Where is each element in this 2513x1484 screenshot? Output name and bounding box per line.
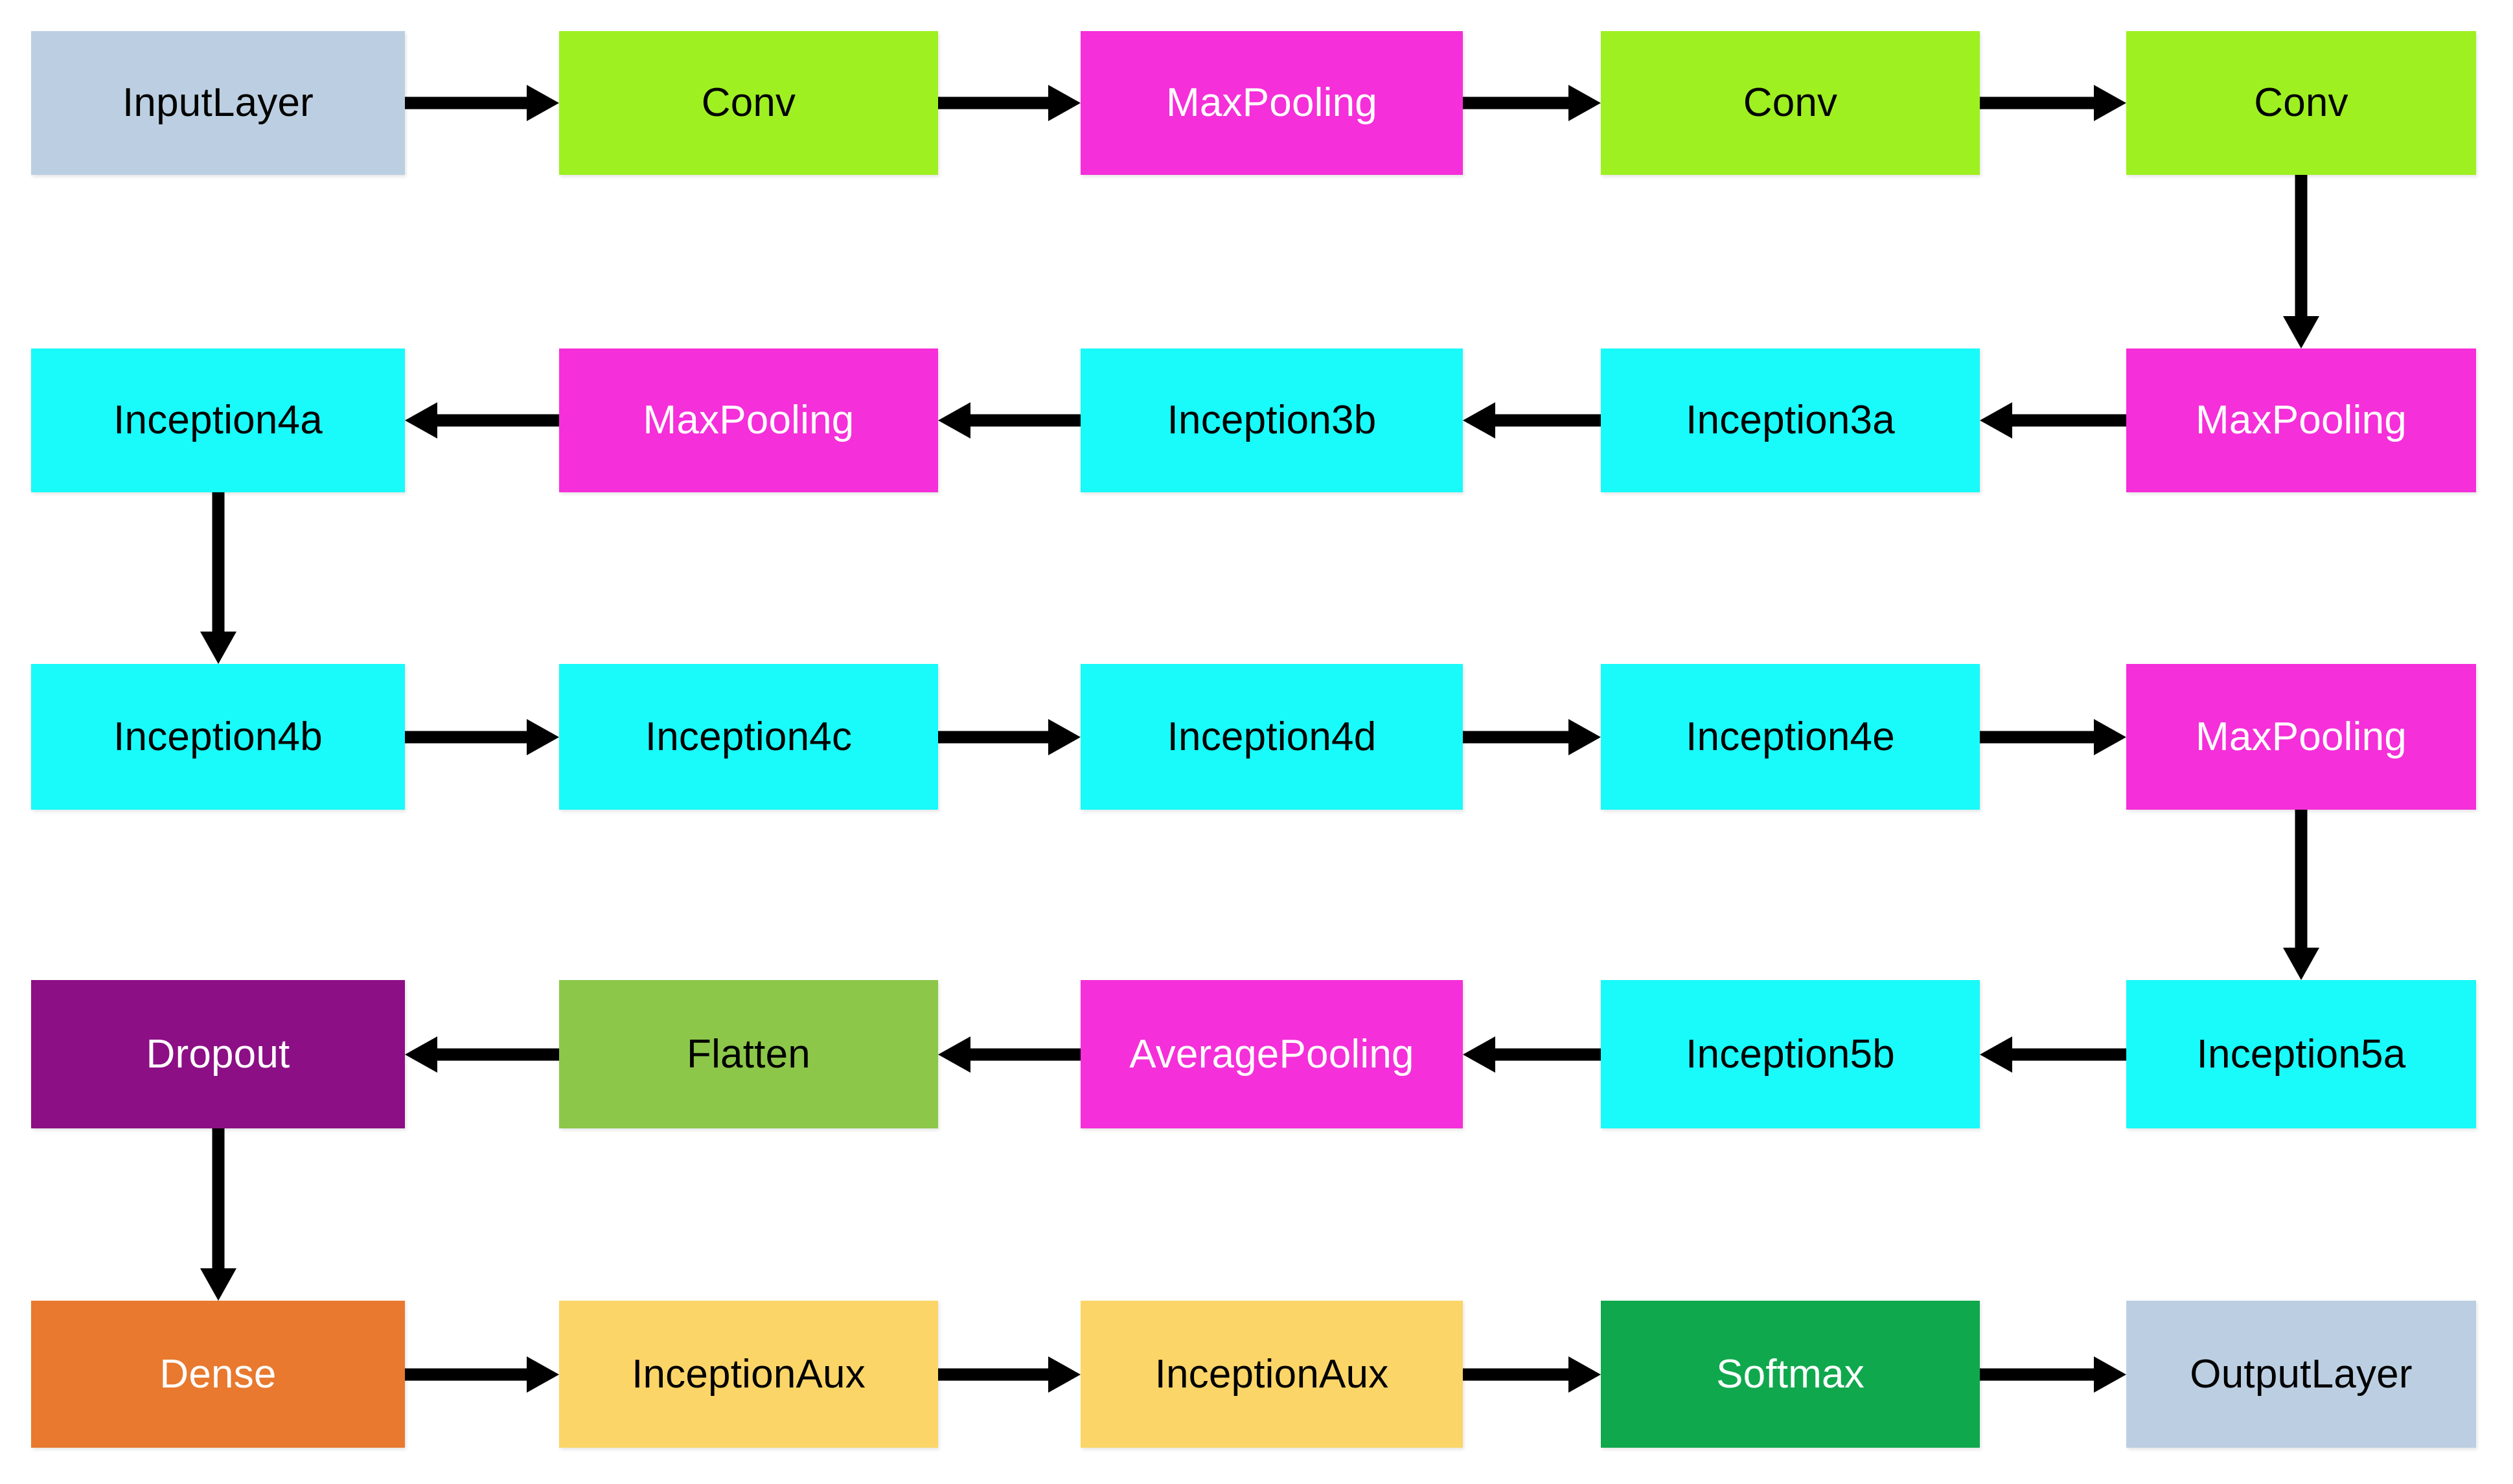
node-label: Dropout bbox=[146, 1031, 290, 1077]
node-averagepooling[interactable]: AveragePooling bbox=[1081, 980, 1463, 1128]
node-conv-1[interactable]: Conv bbox=[559, 31, 938, 175]
arrow-edge-inception4c-to-4d bbox=[938, 719, 1081, 755]
node-maxpooling-3[interactable]: MaxPooling bbox=[2126, 348, 2476, 492]
node-conv-2[interactable]: Conv bbox=[1601, 31, 1980, 175]
node-label: Inception5b bbox=[1686, 1031, 1895, 1077]
node-inception4c[interactable]: Inception4c bbox=[559, 664, 938, 810]
node-label: Inception3a bbox=[1686, 398, 1895, 443]
node-label: Inception3b bbox=[1167, 398, 1377, 443]
node-label: Dense bbox=[159, 1351, 277, 1397]
node-label: OutputLayer bbox=[2190, 1351, 2413, 1397]
arrow-edge-inception3b-to-pool2 bbox=[938, 402, 1081, 439]
arrow-edge-aux2-to-softmax bbox=[1463, 1356, 1601, 1393]
arrow-edge-pool2-to-inception4a bbox=[405, 402, 559, 439]
node-dense[interactable]: Dense bbox=[31, 1301, 405, 1448]
node-label: Inception4d bbox=[1167, 714, 1377, 759]
arrow-edge-conv1-to-pool1 bbox=[938, 85, 1081, 121]
arrow-edge-conv3-to-pool3 bbox=[2283, 175, 2319, 348]
arrow-edge-pool3-to-inception3a bbox=[1980, 402, 2126, 439]
node-inception4d[interactable]: Inception4d bbox=[1081, 664, 1463, 810]
arrow-edge-avgpool-to-flatten bbox=[938, 1036, 1081, 1073]
node-softmax[interactable]: Softmax bbox=[1601, 1301, 1980, 1448]
node-inception5b[interactable]: Inception5b bbox=[1601, 980, 1980, 1128]
node-inception3a[interactable]: Inception3a bbox=[1601, 348, 1980, 492]
node-output-layer[interactable]: OutputLayer bbox=[2126, 1301, 2476, 1448]
node-conv-3[interactable]: Conv bbox=[2126, 31, 2476, 175]
node-label: Softmax bbox=[1716, 1351, 1865, 1397]
node-label: InputLayer bbox=[122, 80, 314, 126]
node-inception4a[interactable]: Inception4a bbox=[31, 348, 405, 492]
node-maxpooling-4[interactable]: MaxPooling bbox=[2126, 664, 2476, 810]
arrow-edge-pool1-to-conv2 bbox=[1463, 85, 1601, 121]
node-flatten[interactable]: Flatten bbox=[559, 980, 938, 1128]
arrow-edge-inception4e-to-pool4 bbox=[1980, 719, 2126, 755]
node-label: Inception4e bbox=[1686, 714, 1895, 759]
arrow-edge-inception4b-to-4c bbox=[405, 719, 559, 755]
node-maxpooling-2[interactable]: MaxPooling bbox=[559, 348, 938, 492]
node-inception4e[interactable]: Inception4e bbox=[1601, 664, 1980, 810]
node-inceptionaux-1[interactable]: InceptionAux bbox=[559, 1301, 938, 1448]
node-inception3b[interactable]: Inception3b bbox=[1081, 348, 1463, 492]
node-label: AveragePooling bbox=[1129, 1031, 1414, 1077]
node-label: InceptionAux bbox=[1154, 1351, 1389, 1397]
node-label: MaxPooling bbox=[2196, 398, 2407, 443]
node-label: Conv bbox=[1743, 80, 1838, 126]
node-label: MaxPooling bbox=[643, 398, 855, 443]
arrow-edge-aux1-to-aux2 bbox=[938, 1356, 1081, 1393]
arrow-edge-input-to-conv1 bbox=[405, 85, 559, 121]
arrow-edge-dropout-to-dense bbox=[200, 1128, 236, 1301]
arrow-edge-flatten-to-dropout bbox=[405, 1036, 559, 1073]
node-label: MaxPooling bbox=[2196, 714, 2407, 759]
node-input-layer[interactable]: InputLayer bbox=[31, 31, 405, 175]
arrow-edge-inception4d-to-4e bbox=[1463, 719, 1601, 755]
node-inception5a[interactable]: Inception5a bbox=[2126, 980, 2476, 1128]
arrow-edge-conv2-to-conv3 bbox=[1980, 85, 2126, 121]
node-label: Inception4c bbox=[645, 714, 853, 759]
node-label: Inception4b bbox=[113, 714, 323, 759]
arrow-edge-inception3a-to-3b bbox=[1463, 402, 1601, 439]
node-label: Flatten bbox=[687, 1031, 810, 1077]
node-inception4b[interactable]: Inception4b bbox=[31, 664, 405, 810]
node-label: MaxPooling bbox=[1166, 80, 1377, 126]
node-label: InceptionAux bbox=[632, 1351, 866, 1397]
arrow-edge-dense-to-aux1 bbox=[405, 1356, 559, 1393]
node-maxpooling-1[interactable]: MaxPooling bbox=[1081, 31, 1463, 175]
node-label: Conv bbox=[701, 80, 796, 126]
node-dropout[interactable]: Dropout bbox=[31, 980, 405, 1128]
arrow-edge-pool4-to-inception5a bbox=[2283, 810, 2319, 980]
arrow-edge-softmax-to-output bbox=[1980, 1356, 2126, 1393]
arrow-edge-inception4a-to-4b bbox=[200, 492, 236, 664]
arrow-edge-inception5b-to-avgpool bbox=[1463, 1036, 1601, 1073]
node-inceptionaux-2[interactable]: InceptionAux bbox=[1081, 1301, 1463, 1448]
node-label: Inception4a bbox=[113, 398, 323, 443]
node-label: Conv bbox=[2254, 80, 2348, 126]
node-label: Inception5a bbox=[2196, 1031, 2406, 1077]
arrow-edge-inception5a-to-5b bbox=[1980, 1036, 2126, 1073]
